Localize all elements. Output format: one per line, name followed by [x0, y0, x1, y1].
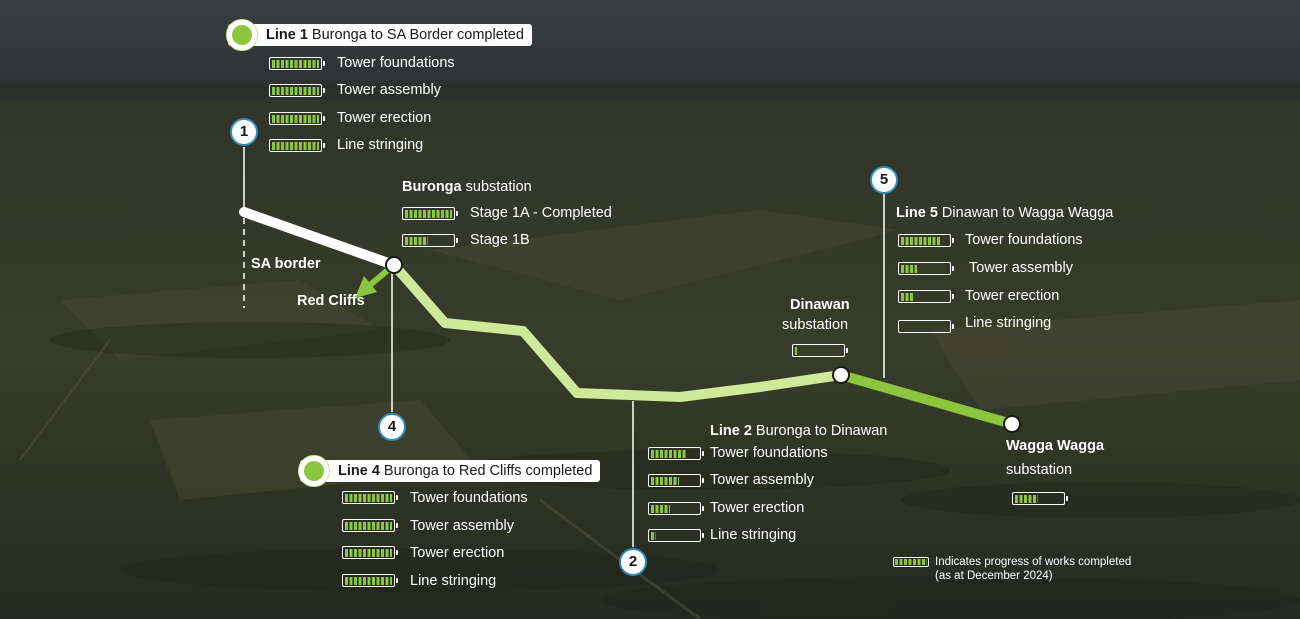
progress-battery-icon: [402, 234, 458, 247]
buronga-suffix: substation: [461, 179, 532, 195]
progress-battery-icon: [342, 519, 398, 532]
line1-route: [239, 207, 399, 270]
line2-title-rest: Buronga to Dinawan: [751, 423, 888, 439]
line1-title-pill: Line 1 Buronga to SA Border completed: [226, 19, 532, 51]
dinawan-sub: substation: [782, 317, 849, 333]
progress-battery-icon: [898, 234, 954, 247]
legend-text-2: (as at December 2024): [935, 570, 1053, 582]
line1-item-label: Tower assembly: [337, 82, 441, 98]
progress-battery-icon: [648, 447, 704, 460]
wagga-sub: substation: [1006, 462, 1073, 478]
line4-item-label: Tower erection: [410, 545, 505, 561]
marker-5: 5: [870, 166, 898, 194]
wagga-node: [1003, 415, 1021, 433]
buronga-name: Buronga: [402, 179, 462, 195]
line2-title-bold: Line 2: [710, 423, 752, 439]
line2-item-label: Tower assembly: [710, 472, 814, 488]
progress-battery-icon: [269, 57, 325, 70]
progress-battery-icon: [269, 112, 325, 125]
line1-item-label: Tower foundations: [337, 55, 455, 71]
buronga-node: [385, 256, 403, 274]
lightbulb-icon: [226, 19, 258, 51]
dinawan-name: Dinawan: [790, 297, 850, 313]
line1-item-label: Tower erection: [337, 110, 432, 126]
sa-border-label: SA border: [251, 256, 321, 272]
line4-title-rest: Buronga to Red Cliffs completed: [379, 463, 593, 479]
line5-heading: Line 5 Dinawan to Wagga Wagga: [896, 204, 1113, 222]
progress-battery-icon: [342, 574, 398, 587]
marker-4: 4: [378, 413, 406, 441]
marker-2: 2: [619, 548, 647, 576]
line5-item-label: Line stringing: [965, 315, 1052, 331]
line2-route: [390, 261, 842, 402]
wagga-name: Wagga Wagga: [1006, 438, 1105, 454]
line5-item-label: Tower foundations: [965, 232, 1083, 248]
line4-title-pill: Line 4 Buronga to Red Cliffs completed: [298, 455, 601, 487]
buronga-item-label: Stage 1A - Completed: [470, 205, 612, 221]
progress-battery-icon: [1012, 492, 1068, 505]
line4-item-label: Tower foundations: [410, 490, 528, 506]
buronga-heading: Buronga substation: [402, 178, 532, 196]
line5-title-bold: Line 5: [896, 205, 938, 221]
legend-battery-icon: [893, 557, 929, 567]
line5-route: [836, 370, 1017, 429]
lightbulb-icon: [298, 455, 330, 487]
progress-battery-icon: [269, 84, 325, 97]
line5-item-label: Tower assembly: [969, 260, 1073, 276]
marker-1: 1: [230, 118, 258, 146]
line1-title-bold: Line 1: [266, 27, 308, 43]
progress-battery-icon: [898, 262, 954, 275]
progress-battery-icon: [898, 290, 954, 303]
progress-battery-icon: [342, 491, 398, 504]
progress-battery-icon: [648, 474, 704, 487]
dinawan-node: [832, 366, 850, 384]
line1-item-label: Line stringing: [337, 137, 424, 153]
progress-battery-icon: [648, 529, 704, 542]
progress-battery-icon: [342, 546, 398, 559]
progress-battery-icon: [792, 344, 848, 357]
line5-title-rest: Dinawan to Wagga Wagga: [937, 205, 1114, 221]
legend-text-1: Indicates progress of works completed: [935, 556, 1132, 568]
progress-battery-icon: [269, 139, 325, 152]
progress-battery-icon: [898, 320, 954, 333]
line4-item-label: Line stringing: [410, 573, 497, 589]
line4-title-bold: Line 4: [338, 463, 380, 479]
line2-item-label: Tower erection: [710, 500, 805, 516]
progress-battery-icon: [402, 207, 458, 220]
line4-item-label: Tower assembly: [410, 518, 514, 534]
line5-item-label: Tower erection: [965, 288, 1060, 304]
progress-battery-icon: [648, 502, 704, 515]
line2-item-label: Line stringing: [710, 527, 797, 543]
line2-item-label: Tower foundations: [710, 445, 828, 461]
line2-heading: Line 2 Buronga to Dinawan: [710, 422, 887, 440]
line1-title-rest: Buronga to SA Border completed: [307, 27, 524, 43]
buronga-item-label: Stage 1B: [470, 232, 530, 248]
red-cliffs-label: Red Cliffs: [297, 293, 365, 309]
